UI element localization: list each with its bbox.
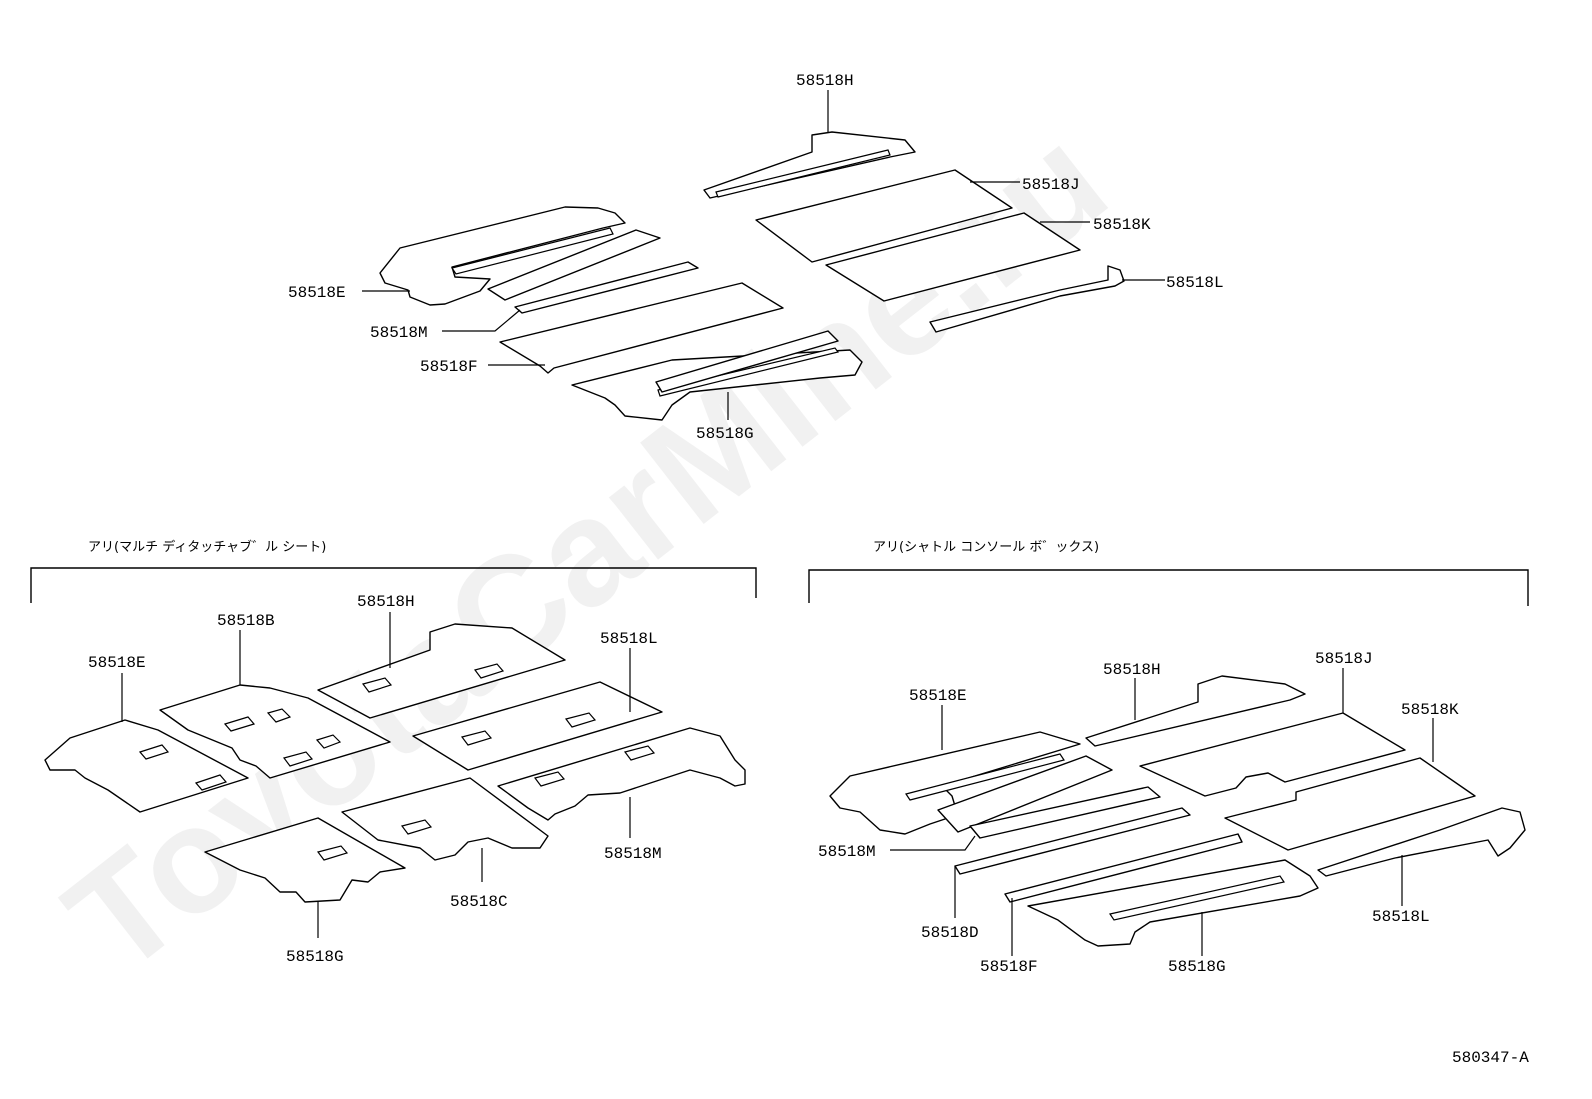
right-group-title: アリ(シャトル コンソール ボ゛ックス): [873, 540, 1099, 555]
label-top-58518f: 58518F: [420, 358, 478, 376]
part-strip-top[interactable]: [487, 229, 661, 301]
label-right-58518e: 58518E: [909, 687, 967, 705]
part-58518d-right[interactable]: [954, 807, 1191, 875]
cutout-g-right-slot: [1109, 875, 1285, 921]
label-top-58518g: 58518G: [696, 425, 754, 443]
left-group: アリ(マルチ ディタッチャブ゛ル シート): [30, 539, 757, 966]
cutout-l-left-1: [460, 730, 493, 746]
cutout-m-left-1: [533, 771, 566, 787]
cutout-b-left-2: [266, 708, 292, 723]
label-right-58518l: 58518L: [1372, 908, 1430, 926]
cutout-c-left-1: [400, 819, 433, 835]
label-right-58518m: 58518M: [818, 843, 876, 861]
cutout-l-left-2: [564, 712, 597, 728]
label-left-58518l: 58518L: [600, 630, 658, 648]
label-left-58518m: 58518M: [604, 845, 662, 863]
cutout-b-left-3: [282, 751, 314, 767]
label-top-58518h: 58518H: [796, 72, 854, 90]
right-group-bracket: [808, 569, 1529, 606]
part-58518g-top[interactable]: [571, 349, 863, 421]
part-58518f-top[interactable]: [499, 282, 784, 374]
cutout-m-left-2: [623, 745, 656, 761]
part-58518j-right[interactable]: [1139, 712, 1406, 797]
label-top-58518e: 58518E: [288, 284, 346, 302]
label-left-58518c: 58518C: [450, 893, 508, 911]
label-left-58518b: 58518B: [217, 612, 275, 630]
part-58518j-top[interactable]: [755, 169, 1013, 263]
part-58518k-top[interactable]: [825, 212, 1081, 302]
part-58518l-right[interactable]: [1317, 807, 1526, 877]
label-right-58518g: 58518G: [1168, 958, 1226, 976]
label-left-58518e: 58518E: [88, 654, 146, 672]
cutout-e-right-slot: [905, 753, 1065, 801]
part-58518g-top-slot: [657, 347, 840, 397]
cutout-h-left-2: [473, 663, 505, 679]
part-58518h-left[interactable]: [317, 623, 566, 719]
part-58518l-left[interactable]: [412, 681, 663, 771]
part-58518g-top-upper[interactable]: [655, 330, 839, 393]
label-right-58518h: 58518H: [1103, 661, 1161, 679]
label-left-58518h: 58518H: [357, 593, 415, 611]
part-58518e-top-slot: [451, 227, 614, 275]
label-top-58518l: 58518L: [1166, 274, 1224, 292]
cutout-b-left-4: [315, 734, 342, 749]
part-58518e-left[interactable]: [44, 719, 249, 813]
label-left-58518g: 58518G: [286, 948, 344, 966]
cutout-e-left-2: [194, 774, 228, 791]
part-58518g-left[interactable]: [204, 817, 406, 903]
right-group: アリ(シャトル コンソール ボ゛ックス) 58: [808, 540, 1529, 976]
top-group: 58518H 58518J 58518K 58518L 58518E 58518…: [288, 72, 1224, 443]
label-right-58518f: 58518F: [980, 958, 1038, 976]
leader-right-m: [890, 835, 976, 851]
label-right-58518j: 58518J: [1315, 650, 1373, 668]
part-58518c-left[interactable]: [341, 777, 549, 861]
left-group-title: アリ(マルチ ディタッチャブ゛ル シート): [88, 539, 326, 555]
part-58518m-left[interactable]: [497, 727, 746, 821]
cutout-h-left-1: [361, 677, 393, 693]
cutout-b-left-1: [223, 716, 256, 732]
part-58518f-right[interactable]: [1004, 833, 1243, 903]
part-58518k-right[interactable]: [1224, 757, 1476, 851]
part-strip-right[interactable]: [937, 755, 1113, 833]
diagram-id: 580347-A: [1452, 1049, 1529, 1067]
part-58518h-top-slot: [715, 149, 891, 198]
cutout-e-left-1: [138, 744, 170, 760]
label-top-58518m: 58518M: [370, 324, 428, 342]
cutout-g-left-1: [316, 845, 349, 861]
part-58518b-left[interactable]: [159, 684, 391, 779]
part-58518h-right[interactable]: [1085, 675, 1306, 747]
label-right-58518k: 58518K: [1401, 701, 1459, 719]
label-right-58518d: 58518D: [921, 924, 979, 942]
part-58518e-top[interactable]: [379, 206, 626, 306]
label-top-58518k: 58518K: [1093, 216, 1151, 234]
left-group-bracket: [30, 567, 757, 603]
part-58518l-top[interactable]: [929, 265, 1125, 333]
leader-top-m: [442, 309, 521, 332]
label-top-58518j: 58518J: [1022, 176, 1080, 194]
part-58518m-right[interactable]: [969, 786, 1161, 839]
